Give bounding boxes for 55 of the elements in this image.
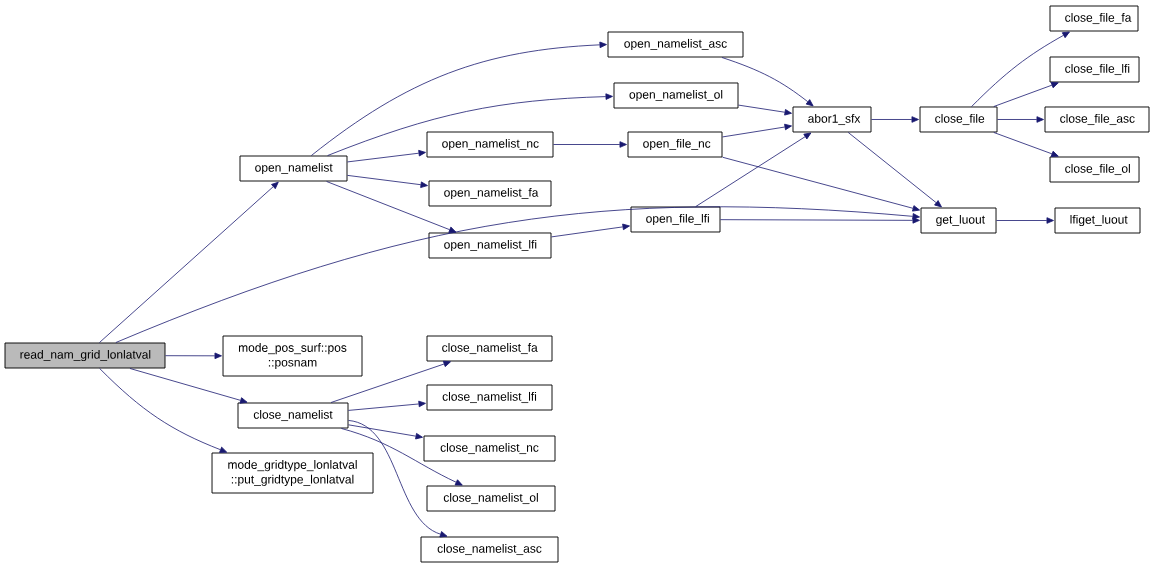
function-box: mode_pos_surf::pos ::posnam [222, 335, 363, 377]
arrow [165, 352, 222, 360]
function-box: abor1_sfx [792, 106, 872, 133]
function-box: close_file_asc [1044, 106, 1150, 133]
function-box: close_namelist_ol [426, 485, 556, 512]
arrow [971, 31, 1070, 107]
arrow [348, 420, 448, 538]
arrow [326, 181, 457, 233]
arrow [997, 116, 1044, 123]
function-box: close_file_lfi [1049, 56, 1140, 83]
function-box: open_namelist_ol [613, 82, 739, 109]
function-box: open_namelist_fa [428, 180, 552, 207]
function-box: lfiget_luout [1054, 207, 1141, 234]
function-box: open_file_lfi [630, 206, 721, 233]
arrow [871, 116, 919, 123]
function-box: open_namelist_nc [426, 131, 554, 158]
function-box: close_file [919, 106, 998, 133]
arrow [99, 181, 279, 343]
function-box: mode_gridtype_lonlatval ::put_gridtype_lonlatval [211, 452, 374, 494]
arrow [347, 175, 428, 188]
arrow [993, 82, 1059, 107]
function-box: close_file_ol [1049, 156, 1140, 183]
function-box: open_namelist_asc [607, 31, 744, 58]
function-box: close_namelist_nc [423, 435, 556, 462]
arrow [551, 223, 630, 238]
function-box: close_namelist_asc [420, 536, 559, 563]
arrow [348, 400, 426, 411]
function-box: close_file_fa [1049, 5, 1139, 32]
function-box: close_namelist_fa [426, 335, 553, 362]
arrow [722, 123, 792, 138]
function-box: close_namelist_lfi [426, 384, 553, 411]
arrow [720, 217, 920, 224]
arrow [738, 104, 792, 116]
arrow [553, 141, 627, 148]
arrow [115, 206, 920, 343]
arrow [330, 360, 451, 403]
arrow [721, 57, 814, 107]
arrow [347, 149, 426, 163]
arrow [310, 41, 607, 156]
arrow [327, 93, 613, 156]
arrow [348, 424, 423, 440]
function-box: open_file_nc [627, 131, 723, 158]
arrow [129, 368, 248, 404]
function-box: close_namelist [237, 402, 349, 429]
function-box: open_namelist_lfi [428, 232, 552, 259]
arrow [341, 428, 463, 486]
arrow [99, 368, 228, 453]
arrow [993, 132, 1059, 157]
function-box: read_nam_grid_lonlatval [4, 342, 166, 369]
arrow [695, 132, 812, 207]
function-box: open_namelist [239, 155, 348, 182]
arrow [722, 156, 920, 212]
arrow [847, 132, 942, 208]
function-box: get_luout [920, 207, 997, 234]
arrow [996, 217, 1054, 224]
